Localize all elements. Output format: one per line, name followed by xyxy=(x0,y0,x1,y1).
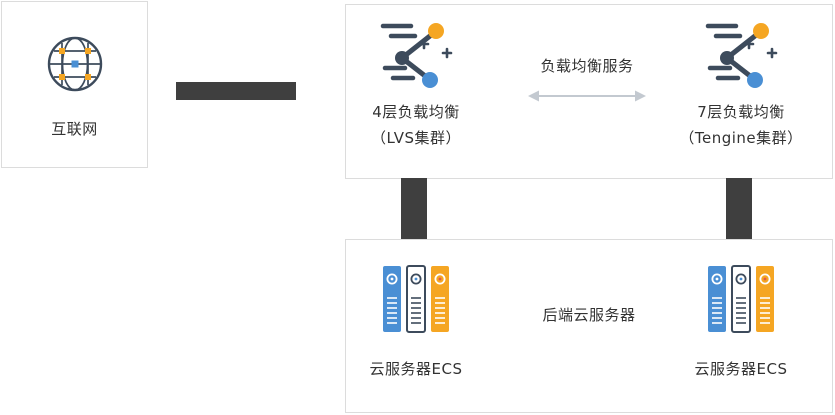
internet-box: 互联网 xyxy=(1,1,148,168)
ecs-right-group: 云服务器ECS xyxy=(676,262,806,382)
bidirectional-arrow-icon xyxy=(528,87,646,106)
l4-to-ecs-connector xyxy=(401,178,427,240)
l7-lb-group: 7层负载均衡 （Tengine集群） xyxy=(676,15,806,151)
server-rack-icon xyxy=(701,262,781,346)
ecs-right-label: 云服务器ECS xyxy=(694,360,788,378)
l4-lb-group: 4层负载均衡 （LVS集群） xyxy=(351,15,481,151)
internet-to-slb-connector xyxy=(176,82,296,100)
slb-service-label: 负载均衡服务 xyxy=(540,57,634,75)
backend-label-group: 后端云服务器 xyxy=(514,302,664,328)
ecs-left-label: 云服务器ECS xyxy=(369,360,463,378)
load-balancer-icon xyxy=(702,15,780,99)
internet-label: 互联网 xyxy=(51,119,98,138)
l4-lb-title: 4层负载均衡 xyxy=(372,103,460,121)
backend-label: 后端云服务器 xyxy=(542,306,636,324)
server-rack-icon xyxy=(376,262,456,346)
globe-network-icon xyxy=(39,28,111,104)
backend-box: 云服务器ECS 后端云服务器 xyxy=(345,239,833,413)
l7-lb-title: 7层负载均衡 xyxy=(697,103,785,121)
l7-lb-subtitle: （Tengine集群） xyxy=(679,129,803,147)
load-balancer-icon xyxy=(377,15,455,99)
slb-service-group: 负载均衡服务 xyxy=(512,53,662,106)
l7-to-ecs-connector xyxy=(726,178,752,240)
slb-box: 4层负载均衡 （LVS集群） 负载均衡服务 xyxy=(345,4,833,179)
l4-lb-subtitle: （LVS集群） xyxy=(371,129,461,147)
ecs-left-group: 云服务器ECS xyxy=(351,262,481,382)
